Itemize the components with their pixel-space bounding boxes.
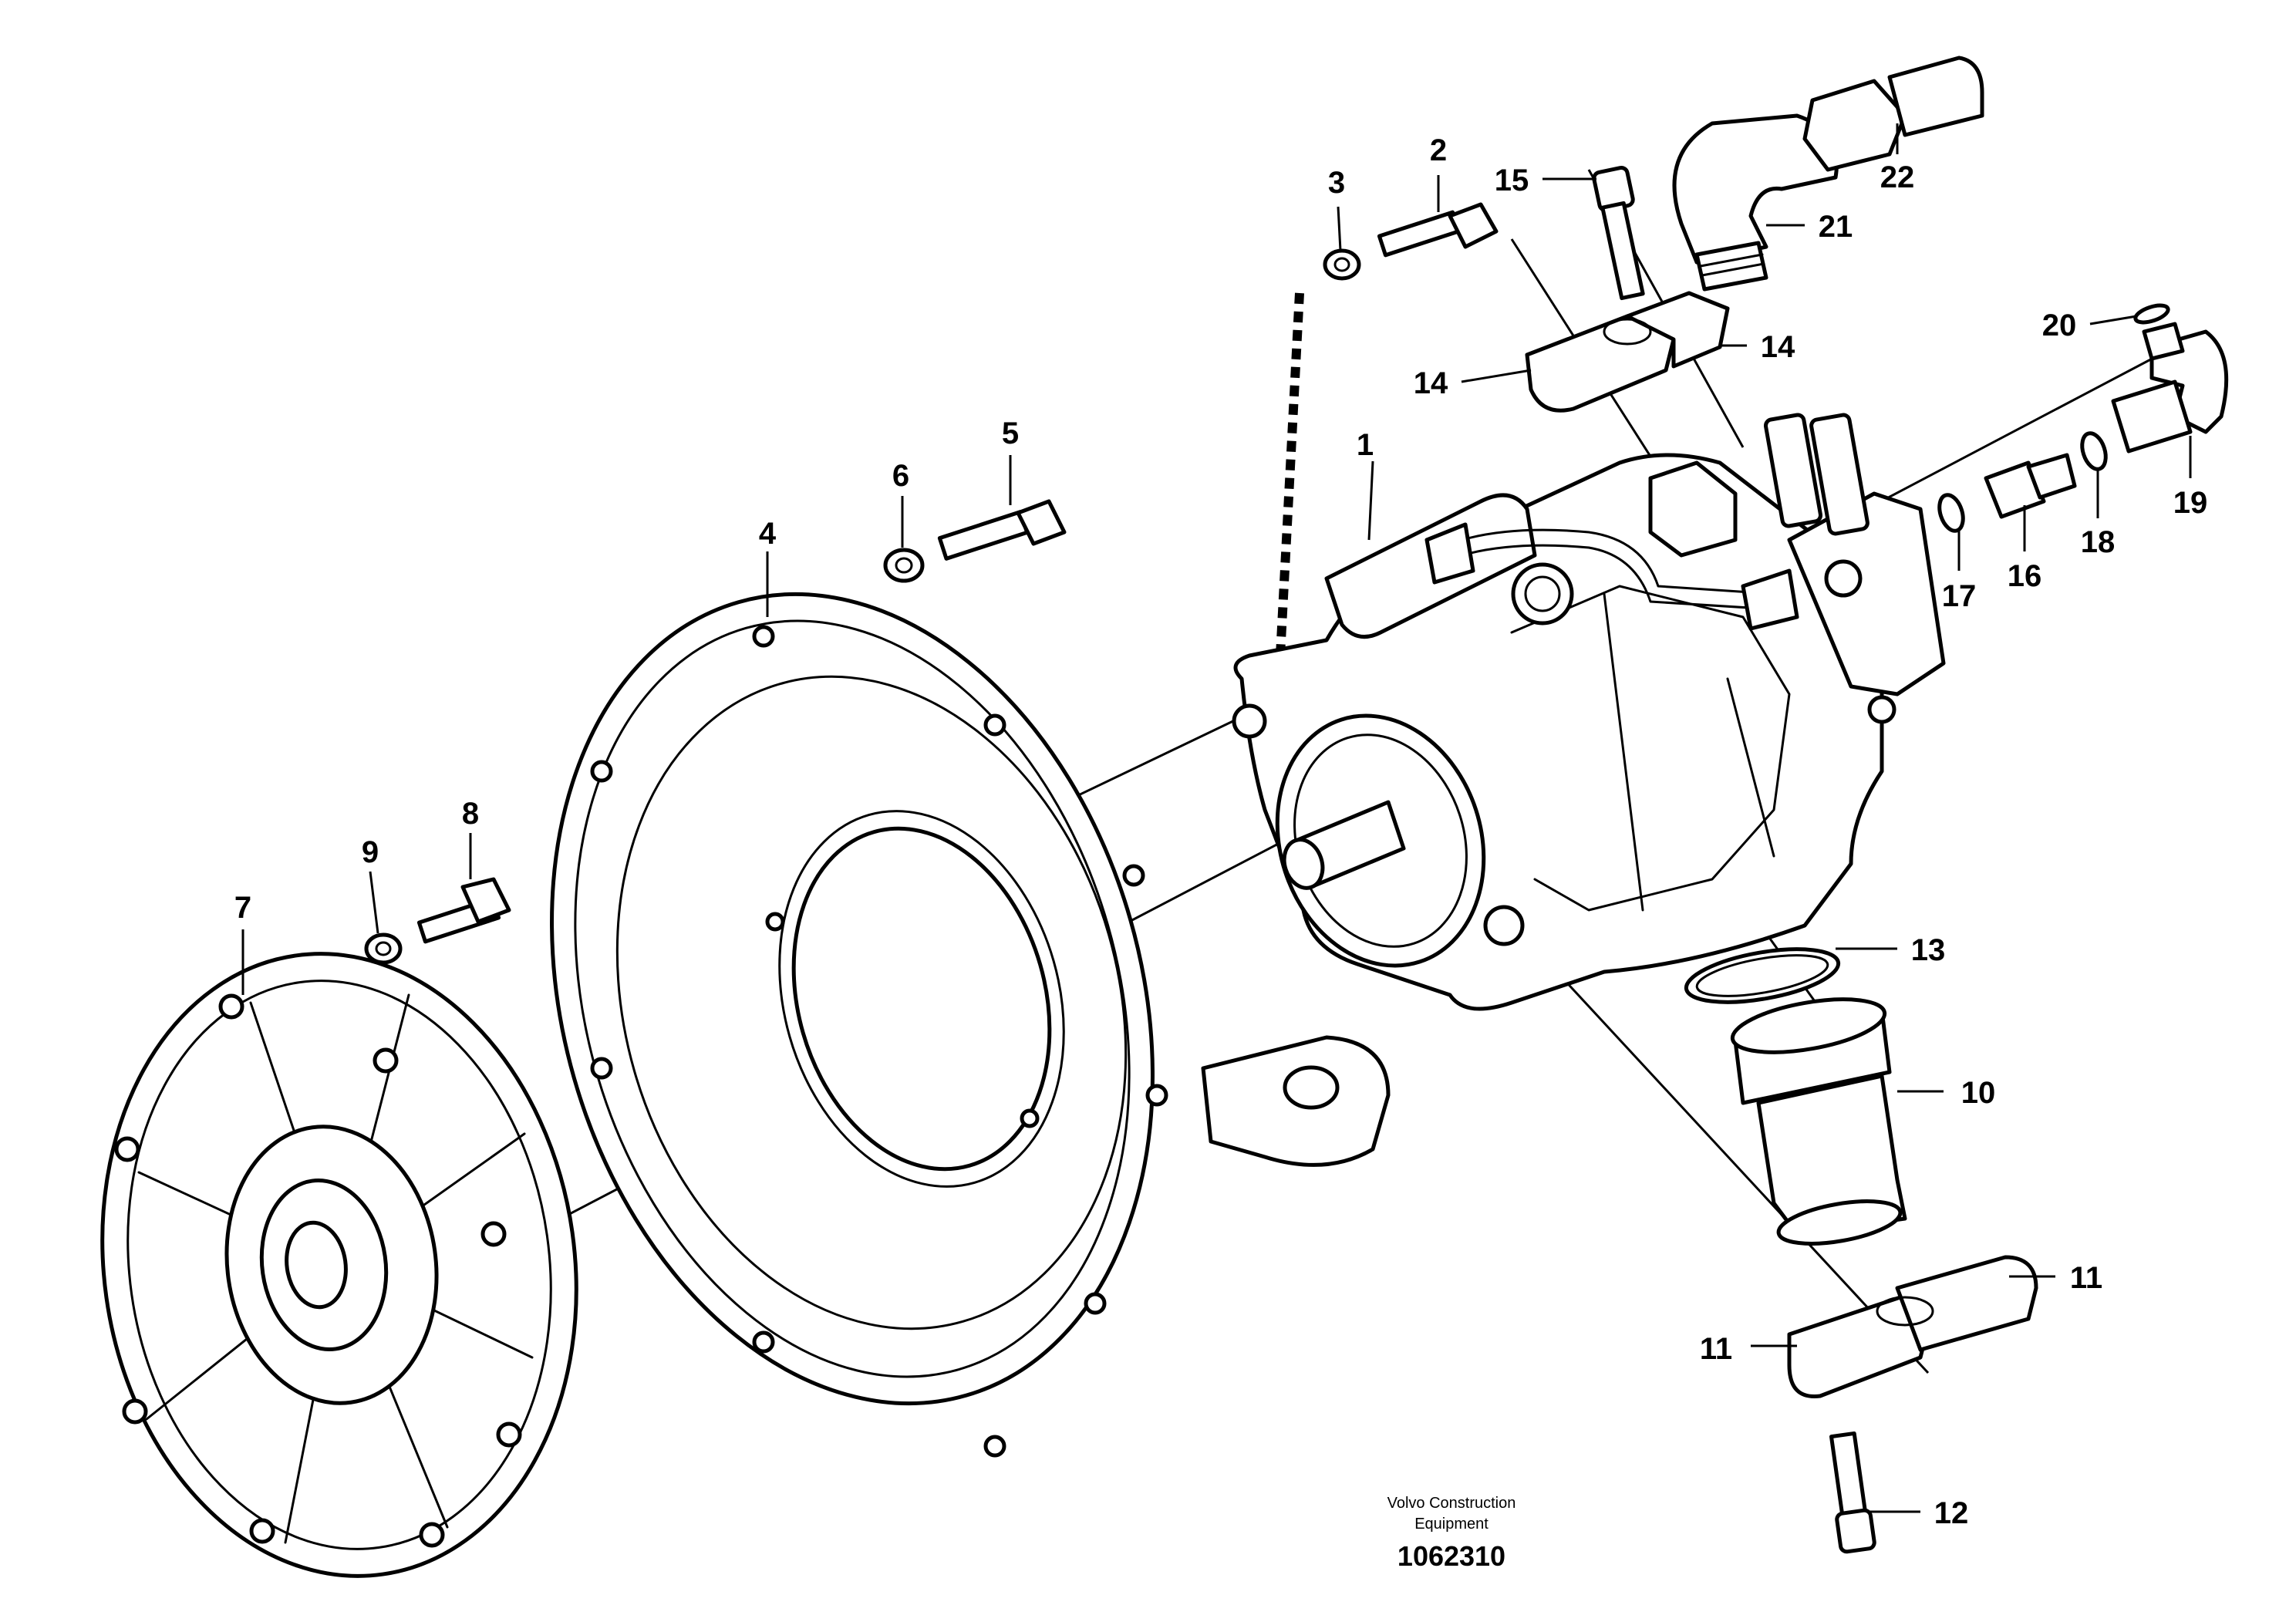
part-5-bolt	[937, 499, 1067, 561]
callout-7: 7	[234, 891, 251, 925]
part-14-top-flange-clamp	[1525, 291, 1730, 413]
figure-number: 1062310	[1397, 1540, 1505, 1572]
brand-name-line-2: Equipment	[1414, 1516, 1489, 1533]
callout-leaders	[241, 123, 2192, 1513]
bolt-alignment-dashed-line	[1276, 292, 1304, 656]
part-15-cap-bolt	[1592, 165, 1645, 301]
part-7-coupling-disc	[100, 952, 578, 1578]
callout-20: 20	[2042, 309, 2077, 342]
callout-2: 2	[1430, 133, 1447, 167]
callout-8: 8	[462, 797, 479, 831]
callout-labels: 1 2 3 4 5 6 7 8 9 10 11 11 12 13 14 14 1…	[234, 133, 2207, 1530]
brand-name-line-1: Volvo Construction	[1387, 1495, 1516, 1512]
part-17-seal-ring	[1937, 493, 1965, 533]
part-6-washer	[883, 548, 925, 583]
callout-16: 16	[2008, 559, 2042, 593]
part-1-hydraulic-pump	[1232, 413, 1946, 1011]
callout-15: 15	[1495, 164, 1529, 197]
part-19-elbow-fitting	[2111, 322, 2229, 454]
part-9-washer	[364, 932, 403, 965]
callout-5: 5	[1002, 416, 1019, 450]
part-11-bottom-flange-clamp	[1787, 1255, 2038, 1398]
part-18-seal-ring	[2080, 431, 2108, 471]
callout-6: 6	[892, 459, 909, 493]
part-4-flange-housing	[550, 592, 1391, 1458]
part-12-cap-bolt	[1829, 1431, 1876, 1554]
callout-19: 19	[2173, 486, 2208, 520]
part-13-o-ring	[1684, 947, 1841, 1004]
callout-10: 10	[1961, 1076, 1996, 1110]
callout-3: 3	[1328, 166, 1345, 200]
part-22-adapter	[1802, 56, 1984, 172]
callout-1: 1	[1357, 428, 1374, 462]
callout-17: 17	[1942, 579, 1977, 613]
callout-9: 9	[362, 835, 379, 869]
part-2-bolt	[1377, 202, 1499, 258]
part-10-sleeve	[1730, 997, 1907, 1246]
callout-13: 13	[1911, 933, 1946, 967]
callout-21: 21	[1819, 210, 1853, 244]
callout-22: 22	[1880, 160, 1915, 194]
part-3-washer	[1323, 248, 1361, 281]
callout-4: 4	[759, 517, 777, 551]
callout-14-left: 14	[1414, 366, 1448, 400]
part-21-elbow-fitting	[1672, 113, 1839, 292]
part-16-nipple-fitting	[1984, 453, 2077, 519]
callout-14-right: 14	[1761, 330, 1795, 364]
part-20-seal-ring	[2133, 303, 2170, 325]
callout-11-right: 11	[2070, 1261, 2102, 1295]
callout-18: 18	[2081, 525, 2116, 559]
callout-11-left: 11	[1700, 1332, 1732, 1366]
callout-12: 12	[1934, 1496, 1969, 1530]
part-8-bolt	[416, 877, 511, 944]
